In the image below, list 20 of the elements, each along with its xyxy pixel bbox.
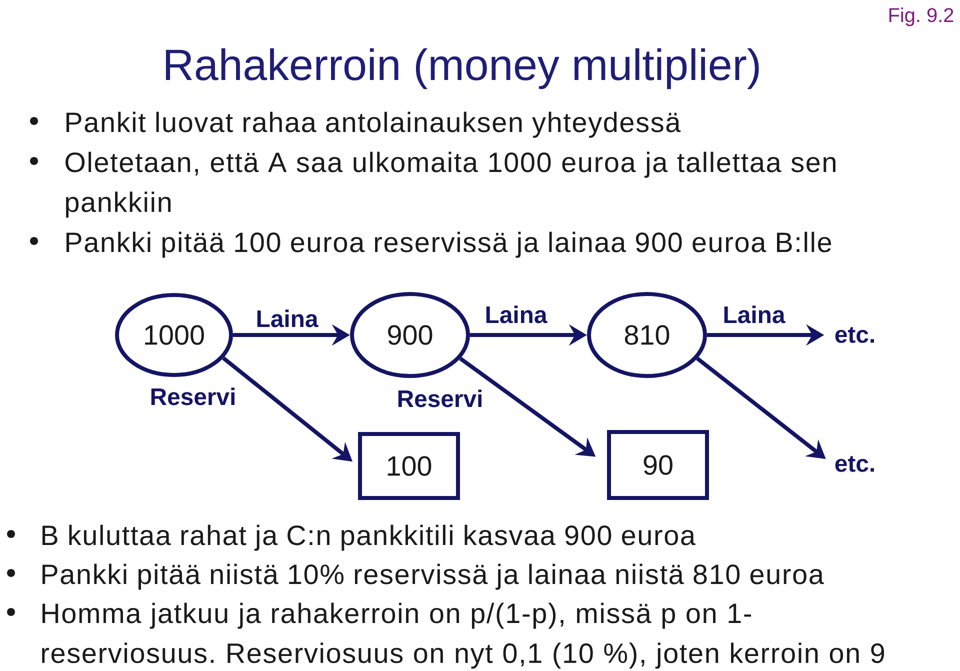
title: Rahakerroin (money multiplier) — [166, 48, 759, 90]
bullet-text: Oletetaan, että A saa ulkomaita 1000 euroa ja tallettaa sen pankkiin — [66, 152, 836, 218]
bullet-text: Pankki pitää 100 euroa reservissä ja lainaa 900 euroa B:lle — [66, 232, 832, 258]
rectangle-node: 100 — [358, 432, 460, 500]
ellipse-node: 810 — [587, 292, 707, 378]
bullet-text: Pankit luovat rahaa antolainauksen yhteydessä — [66, 112, 681, 138]
edge-label: Reservi — [396, 388, 484, 408]
continuation-label: etc. — [835, 456, 874, 472]
edge-label: Laina — [484, 304, 548, 324]
edge-label: Laina — [254, 308, 320, 328]
edge-label: Reservi — [148, 386, 238, 406]
bullet-text: Homma jatkuu ja rahakerroin on p/(1-p), missä p on 1- reserviosuus. Reserviosuus on nyt 0,1 (10 %), joten kerroin on 9 — [42, 602, 884, 669]
continuation-label: etc. — [835, 327, 874, 343]
ellipse-node: 900 — [350, 292, 470, 378]
bullet-text: Pankki pitää niistä 10% reservissä ja lainaa niistä 810 euroa — [42, 564, 824, 590]
rectangle-node: 90 — [607, 430, 709, 500]
bullet-text: B kuluttaa rahat ja C:n pankkitili kasvaa 900 euroa — [42, 524, 696, 551]
ellipse-node: 1000 — [115, 293, 233, 377]
edge-label: Laina — [722, 304, 786, 324]
figure-number: Fig. 9.2 — [889, 8, 954, 26]
